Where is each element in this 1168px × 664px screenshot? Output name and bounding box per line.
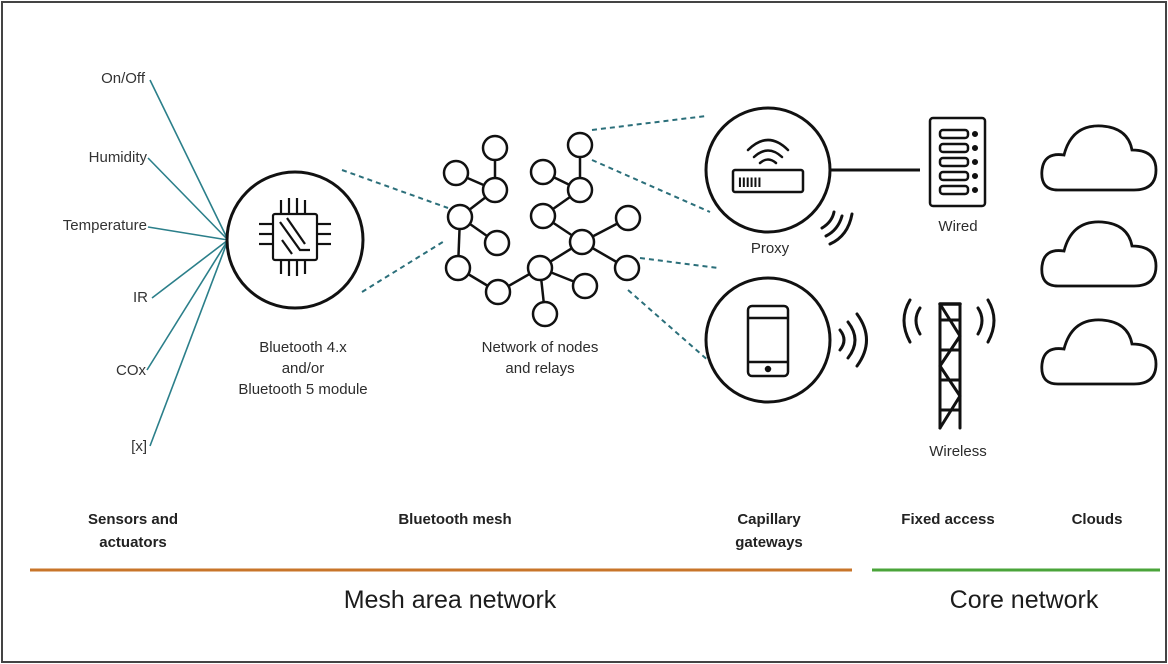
- wireless-label: Wireless: [929, 443, 987, 460]
- module-label-line1: Bluetooth 4.x: [259, 339, 347, 356]
- dashed-connector: [341, 169, 449, 209]
- dashed-connector: [591, 159, 711, 213]
- cloud-icon: [1040, 124, 1158, 192]
- sensor-label-ir: IR: [133, 289, 148, 306]
- sensor-label-humidity: Humidity: [89, 149, 148, 166]
- dashed-connector: [361, 239, 447, 293]
- category-capillary-line1: Capillary: [737, 511, 801, 528]
- radio-waves-icon: [838, 312, 868, 368]
- wired-label: Wired: [938, 218, 977, 235]
- radio-waves-icon: [820, 210, 854, 246]
- category-sensors-line1: Sensors and: [88, 511, 178, 528]
- core-network-label: Core network: [950, 586, 1099, 614]
- dashed-connector: [639, 257, 719, 269]
- mesh-label-line1: Network of nodes: [482, 339, 599, 356]
- cell-tower-icon: [902, 298, 996, 430]
- category-bluetooth-mesh: Bluetooth mesh: [398, 511, 511, 528]
- sensor-label-temperature: Temperature: [63, 217, 147, 234]
- sensor-label-x: [x]: [131, 438, 147, 455]
- cloud-icon: [1040, 220, 1158, 288]
- bluetooth-module: [225, 170, 365, 310]
- phone-gateway: [704, 276, 832, 404]
- dashed-connector: [627, 289, 711, 363]
- smartphone-icon: [746, 304, 790, 378]
- wifi-icon: [746, 138, 790, 165]
- cloud-icon: [1040, 318, 1158, 386]
- dashed-connector: [591, 115, 707, 131]
- category-clouds: Clouds: [1072, 511, 1123, 528]
- mesh-area-network-label: Mesh area network: [344, 586, 557, 614]
- mesh-label-line2: and relays: [505, 360, 574, 377]
- router-icon: IIIIII: [731, 168, 805, 194]
- svg-text:IIIIII: IIIIII: [738, 174, 761, 190]
- server-icon: [928, 116, 987, 208]
- category-sensors-line2: actuators: [99, 534, 167, 551]
- module-label-line2: and/or: [282, 360, 325, 377]
- proxy-gateway: IIIIII: [704, 106, 832, 234]
- sensor-label-cox: COx: [116, 362, 147, 379]
- module-label-line3: Bluetooth 5 module: [238, 381, 367, 398]
- sensor-connector-lines: [146, 79, 229, 447]
- mesh-network: [442, 131, 642, 328]
- chip-icon: [259, 198, 331, 276]
- category-fixed-access: Fixed access: [901, 511, 994, 528]
- sensor-label-onoff: On/Off: [101, 70, 146, 87]
- category-capillary-line2: gateways: [735, 534, 803, 551]
- proxy-label: Proxy: [751, 240, 790, 257]
